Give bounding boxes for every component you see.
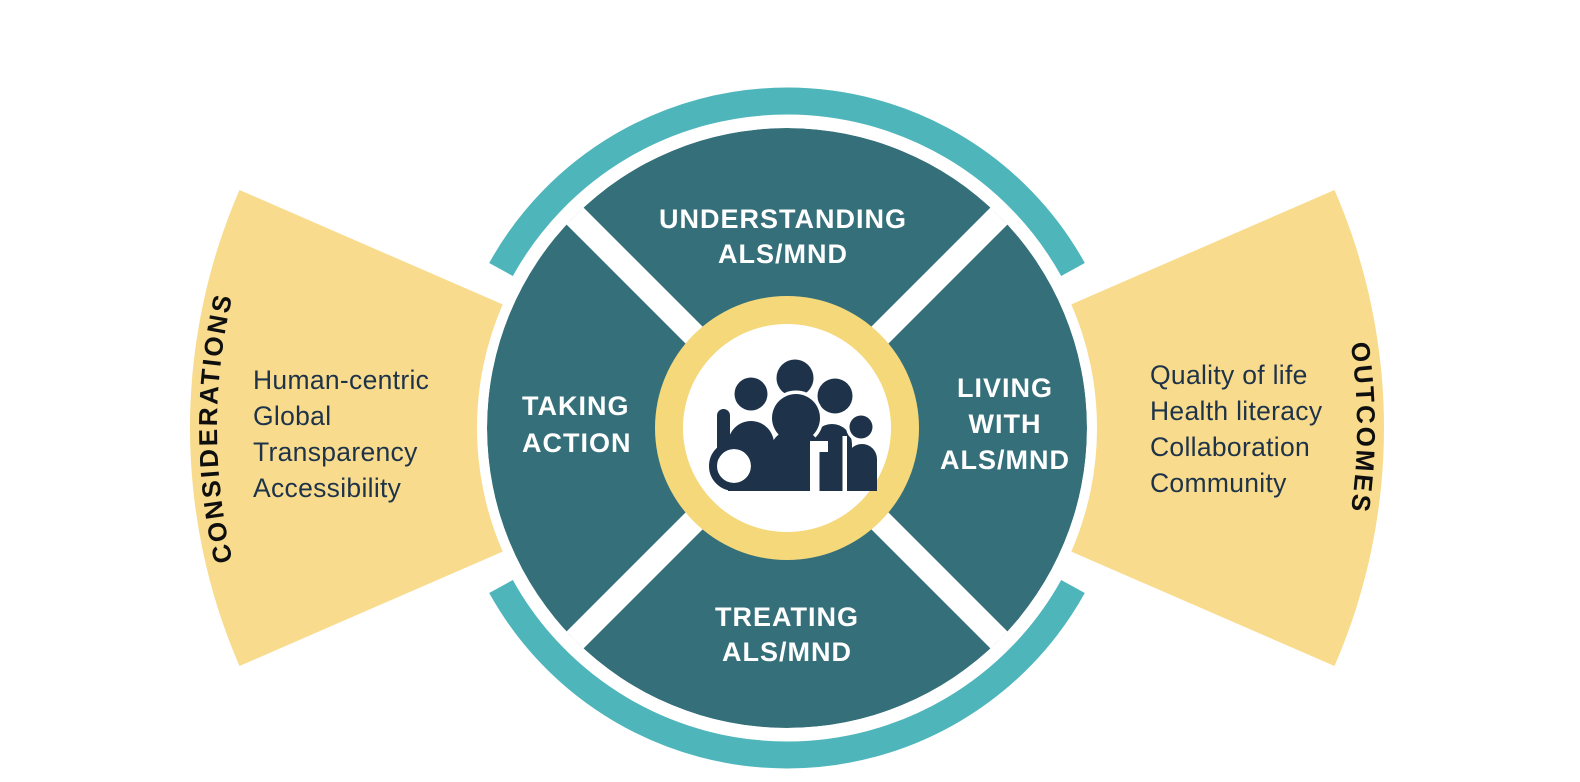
list-item: Human-centric [253,365,429,395]
quadrant-label-line: TREATING [715,602,859,632]
quadrant-label-line: ACTION [522,428,632,458]
quadrant-label-line: ALS/MND [718,239,848,269]
outer-arc-bottom [489,579,1085,769]
list-item: Accessibility [253,473,402,503]
quadrant-label-line: WITH [969,409,1042,439]
considerations-panel [190,190,503,666]
list-item: Collaboration [1150,432,1310,462]
quadrant-right: LIVING WITH ALS/MND [940,373,1070,475]
considerations-list: Human-centric Global Transparency Access… [253,365,429,503]
list-item: Global [253,401,331,431]
quadrant-label-line: ALS/MND [722,637,852,667]
people-group-wheelchair-icon [709,359,877,492]
quadrant-bottom: TREATING ALS/MND [715,602,859,667]
list-item: Quality of life [1150,360,1308,390]
list-item: Community [1150,468,1287,498]
outer-arc-top [489,87,1085,277]
quadrant-label-line: TAKING [522,391,630,421]
outcomes-panel [1071,190,1384,666]
list-item: Transparency [253,437,418,467]
list-item: Health literacy [1150,396,1323,426]
quadrant-label-line: LIVING [957,373,1053,403]
quadrant-left: TAKING ACTION [522,391,632,458]
quadrant-label-line: ALS/MND [940,445,1070,475]
quadrant-label-line: UNDERSTANDING [659,204,907,234]
outcomes-list: Quality of life Health literacy Collabor… [1150,360,1323,498]
quadrant-top: UNDERSTANDING ALS/MND [659,204,907,269]
